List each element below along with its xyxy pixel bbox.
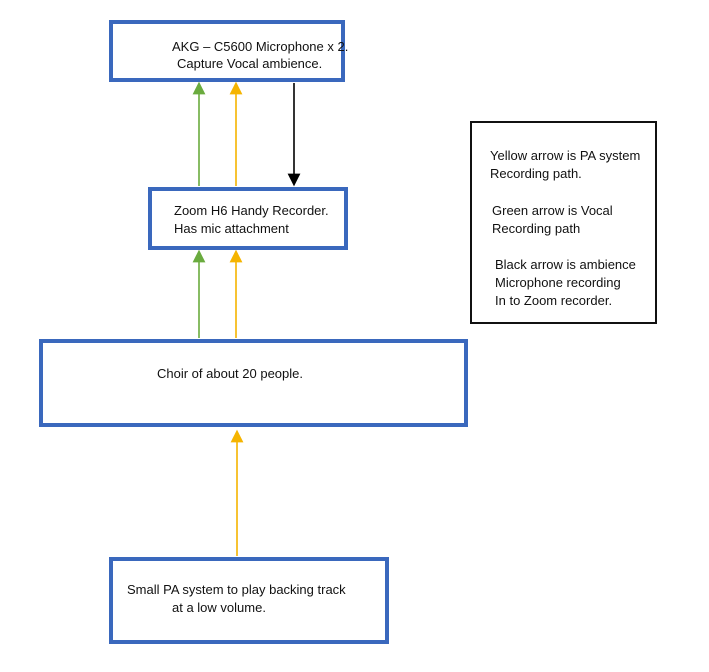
choir-box-line1: Choir of about 20 people. <box>157 366 303 381</box>
legend-black-line2: Microphone recording <box>495 275 621 290</box>
legend-black-line3: In to Zoom recorder. <box>495 293 613 308</box>
legend-green-line1: Green arrow is Vocal <box>492 203 613 218</box>
pa-system-box <box>109 557 389 644</box>
microphone-box <box>109 20 345 82</box>
legend-green-line2: Recording path <box>492 221 581 236</box>
zoom-recorder-box <box>148 187 348 250</box>
zoom-recorder-box-line2: Has mic attachment <box>174 221 289 236</box>
microphone-box-line1: AKG – C5600 Microphone x 2. <box>172 39 349 54</box>
legend-box <box>470 121 657 324</box>
legend-yellow-line1: Yellow arrow is PA system <box>490 148 641 163</box>
microphone-box-line2: Capture Vocal ambience. <box>177 56 323 71</box>
choir-box <box>39 339 468 427</box>
pa-system-box-line2: at a low volume. <box>172 600 266 615</box>
zoom-recorder-box-line1: Zoom H6 Handy Recorder. <box>174 203 329 218</box>
legend-black-line1: Black arrow is ambience <box>495 257 636 272</box>
pa-system-box-line1: Small PA system to play backing track <box>127 582 346 597</box>
legend-yellow-line2: Recording path. <box>490 166 582 181</box>
